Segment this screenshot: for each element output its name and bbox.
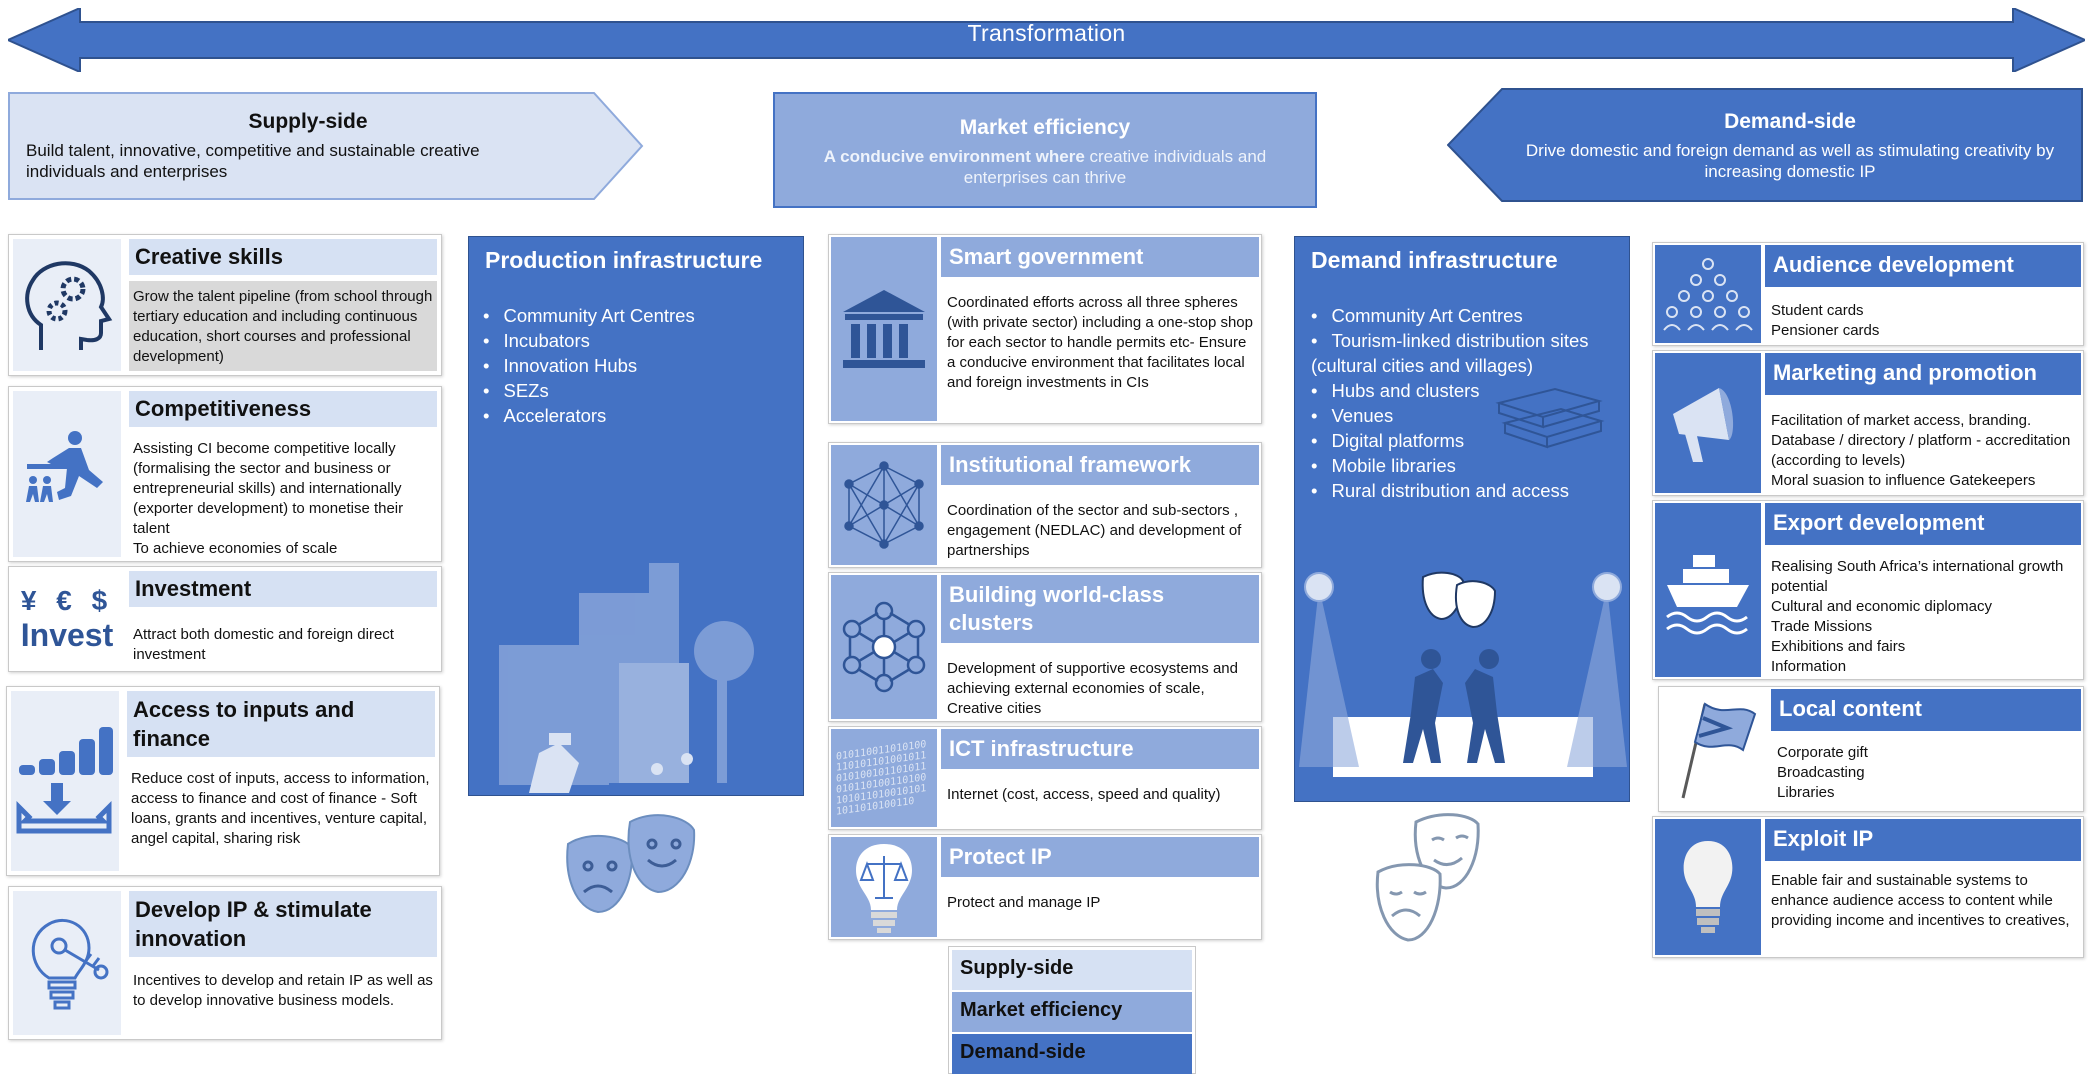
- list-item: Hubs and clusters: [1311, 378, 1611, 403]
- card-competitiveness: Competitiveness Assisting CI become comp…: [8, 386, 442, 562]
- card-description: Coordinated efforts across all three sph…: [947, 294, 1253, 391]
- legend-supply-side: Supply-side: [952, 950, 1192, 990]
- card-description: Corporate gift Broadcasting Libraries: [1777, 744, 1868, 801]
- demand-side-subtitle: Drive domestic and foreign demand as wel…: [1525, 141, 2055, 181]
- supply-side-header-shape: [8, 92, 644, 200]
- card-investment: ¥ € $ Invest Investment Attract both dom…: [8, 566, 442, 672]
- list-item: Innovation Hubs: [483, 353, 695, 378]
- card-description: Student cards Pensioner cards: [1771, 302, 1880, 339]
- demand-side-header-shape: [1447, 88, 2083, 202]
- card-title: Marketing and promotion: [1765, 353, 2081, 395]
- card-title: Institutional framework: [941, 445, 1259, 485]
- card-world-class-clusters: Building world-class clusters Developmen…: [828, 572, 1262, 722]
- card-title: Building world-class clusters: [941, 575, 1259, 643]
- card-title: Export development: [1765, 503, 2081, 545]
- books-stack-icon: [1495, 387, 1605, 449]
- card-description: Enable fair and sustainable systems to e…: [1771, 872, 2070, 929]
- stage-performers-illustration-icon: [1299, 571, 1627, 777]
- government-building-icon: [831, 237, 937, 421]
- supply-side-subtitle: Build talent, innovative, competitive an…: [26, 141, 480, 181]
- card-description: Assisting CI become competitive locally …: [133, 440, 404, 557]
- card-title: Investment: [129, 571, 437, 607]
- card-institutional-framework: Institutional framework Coordination of …: [828, 442, 1262, 568]
- network-mesh-icon: [831, 445, 937, 565]
- list-item: Incubators: [483, 328, 695, 353]
- card-creative-skills: Creative skills Grow the talent pipeline…: [8, 234, 442, 376]
- market-efficiency-header: Market efficiency A conducive environmen…: [773, 92, 1317, 208]
- theatre-masks-outline-icon: [1375, 813, 1480, 942]
- list-item: Tourism-linked distribution sites (cultu…: [1311, 328, 1611, 378]
- card-title: Creative skills: [129, 239, 437, 275]
- card-protect-ip: Protect IP Protect and manage IP: [828, 834, 1262, 940]
- card-title: Access to inputs and finance: [127, 691, 435, 757]
- list-item: Rural distribution and access: [1311, 478, 1611, 503]
- card-description: Grow the talent pipeline (from school th…: [129, 281, 437, 371]
- card-description: Facilitation of market access, branding.…: [1771, 412, 2071, 489]
- card-access-inputs-finance: Access to inputs and finance Reduce cost…: [6, 686, 440, 876]
- demand-list: Community Art Centres Tourism-linked dis…: [1311, 303, 1611, 503]
- card-description: Reduce cost of inputs, access to informa…: [131, 770, 430, 847]
- market-efficiency-title: Market efficiency: [959, 116, 1131, 139]
- production-infrastructure-panel: Production infrastructure Community Art …: [468, 236, 804, 796]
- card-title: Exploit IP: [1765, 819, 2081, 861]
- production-list: Community Art Centres Incubators Innovat…: [483, 303, 695, 428]
- card-title: Smart government: [941, 237, 1259, 277]
- race-runners-icon: [13, 391, 121, 557]
- legend-market-efficiency: Market efficiency: [952, 992, 1192, 1032]
- card-description: Incentives to develop and retain IP as w…: [133, 972, 433, 1009]
- bulb-key-icon: [13, 891, 121, 1035]
- audience-icon: [1655, 245, 1761, 343]
- list-item: Community Art Centres: [483, 303, 694, 328]
- lightbulb-icon: [1655, 819, 1761, 955]
- card-smart-government: Smart government Coordinated efforts acr…: [828, 234, 1262, 424]
- card-marketing-promotion: Marketing and promotion Facilitation of …: [1652, 350, 2084, 496]
- demand-side-title: Demand-side: [1724, 110, 1856, 133]
- scales-bulb-icon: [831, 837, 937, 937]
- panel-title: Production infrastructure: [485, 247, 763, 273]
- card-exploit-ip: Exploit IP Enable fair and sustainable s…: [1652, 816, 2084, 958]
- head-gears-icon: [13, 239, 121, 371]
- list-item: Digital platforms: [1311, 428, 1611, 453]
- binary-data-icon: 0101100110101001101011010010110101001011…: [831, 729, 937, 827]
- coin-stacks-icon: [11, 691, 119, 871]
- card-description: Internet (cost, access, speed and qualit…: [947, 786, 1221, 803]
- card-description: Development of supportive ecosystems and…: [947, 660, 1238, 717]
- market-efficiency-subtitle: A conducive environment where creative i…: [823, 147, 1267, 187]
- card-description: Attract both domestic and foreign direct…: [133, 626, 394, 663]
- transformation-label: Transformation: [967, 20, 1126, 46]
- card-local-content: Local content Corporate gift Broadcastin…: [1658, 686, 2084, 812]
- invest-currency-icon: ¥ € $ Invest: [13, 571, 121, 667]
- list-item: Community Art Centres: [1311, 303, 1611, 328]
- card-title: Protect IP: [941, 837, 1259, 877]
- legend-demand-side: Demand-side: [952, 1034, 1192, 1074]
- card-title: ICT infrastructure: [941, 729, 1259, 769]
- building-camera-illustration-icon: [499, 563, 754, 793]
- card-audience-development: Audience development Student cards Pensi…: [1652, 242, 2084, 346]
- panel-title: Demand infrastructure: [1311, 247, 1558, 273]
- flag-icon: [1661, 689, 1767, 809]
- card-title: Competitiveness: [129, 391, 437, 427]
- card-description: Realising South Africa’s international g…: [1771, 558, 2064, 675]
- card-title: Develop IP & stimulate innovation: [129, 891, 437, 957]
- list-item: Venues: [1311, 403, 1611, 428]
- card-description: Coordination of the sector and sub-secto…: [947, 502, 1242, 559]
- megaphone-icon: [1655, 353, 1761, 493]
- list-item: Accelerators: [483, 403, 695, 428]
- card-title: Local content: [1771, 689, 2081, 731]
- list-item: SEZs: [483, 378, 695, 403]
- transformation-arrow: [8, 8, 2085, 72]
- supply-side-title: Supply-side: [248, 110, 368, 133]
- card-ict-infrastructure: 0101100110101001101011010010110101001011…: [828, 726, 1262, 830]
- ship-icon: [1655, 503, 1761, 677]
- theatre-masks-icon: [566, 814, 696, 914]
- card-description: Protect and manage IP: [947, 894, 1101, 911]
- card-develop-ip: Develop IP & stimulate innovation Incent…: [8, 886, 442, 1040]
- list-item: Mobile libraries: [1311, 453, 1611, 478]
- card-title: Audience development: [1765, 245, 2081, 287]
- demand-infrastructure-panel: Demand infrastructure Community Art Cent…: [1294, 236, 1630, 802]
- cluster-nodes-icon: [831, 575, 937, 719]
- card-export-development: Export development Realising South Afric…: [1652, 500, 2084, 680]
